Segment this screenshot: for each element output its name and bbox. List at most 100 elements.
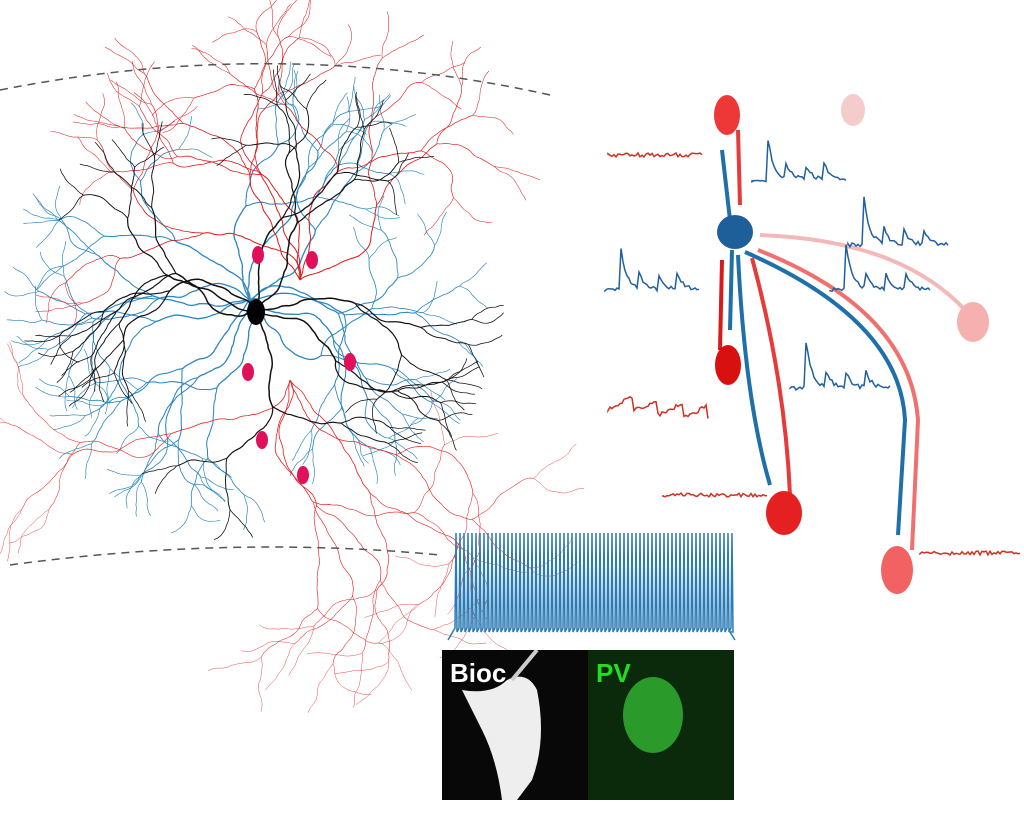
- black-dendrite: [285, 73, 311, 101]
- blue-dendrite: [314, 171, 357, 231]
- red-axon: [35, 294, 83, 305]
- black-dendrite: [90, 356, 96, 392]
- red-axon: [420, 114, 473, 151]
- red-soma: [242, 363, 254, 381]
- black-dendrite: [468, 334, 503, 346]
- blue-dendrite: [35, 196, 62, 221]
- red-axon: [284, 104, 338, 173]
- red-axon: [254, 36, 289, 90]
- blue-dendrite: [348, 214, 382, 231]
- blue-dendrite: [165, 377, 198, 438]
- black-dendrite: [90, 311, 117, 357]
- blue-dendrite: [174, 240, 251, 301]
- blue-dendrite: [56, 218, 96, 255]
- red-axon: [334, 24, 352, 67]
- blue-dendrite: [116, 426, 139, 454]
- blue-dendrite: [142, 120, 175, 136]
- black-dendrite: [35, 334, 72, 337]
- red-cell-top: [714, 95, 740, 135]
- red-axon: [472, 70, 490, 116]
- blue-dendrite: [139, 437, 169, 478]
- blue-dendrite: [292, 106, 319, 152]
- red-axon: [288, 626, 315, 676]
- black-dendrite: [376, 354, 403, 400]
- blue-dendrite: [41, 319, 94, 326]
- blue-dendrite: [245, 145, 279, 206]
- red-axon: [364, 603, 419, 618]
- red-axon: [269, 0, 279, 37]
- red-axon: [257, 170, 302, 281]
- blue-dendrite: [365, 378, 416, 386]
- black-dendrite: [356, 121, 392, 128]
- blue-epsp-trace: [847, 196, 949, 249]
- black-dendrite: [71, 310, 117, 337]
- red-axon: [132, 132, 159, 191]
- blue-dendrite: [177, 439, 195, 486]
- blue-dendrite: [459, 285, 488, 309]
- black-dendrite: [397, 379, 448, 392]
- red-axon: [471, 519, 530, 568]
- blue-dendrite: [332, 124, 367, 135]
- red-axon: [173, 159, 258, 172]
- red-axon: [374, 589, 390, 662]
- blue-dendrite: [40, 251, 65, 277]
- red-axon: [104, 46, 145, 74]
- black-dendrite: [355, 302, 421, 328]
- blue-dendrite: [311, 407, 343, 449]
- blue-dendrite: [368, 258, 377, 309]
- black-dendrite: [284, 153, 298, 223]
- red-soma: [306, 251, 318, 269]
- red-axon: [171, 379, 291, 435]
- blue-dendrite: [434, 211, 447, 246]
- blue-dendrite: [23, 220, 60, 224]
- red-axon: [361, 580, 381, 654]
- blue-dendrite: [302, 430, 313, 465]
- red-axon: [139, 106, 178, 157]
- red-axon: [420, 150, 454, 198]
- red-axon: [72, 121, 120, 128]
- blue-dendrite: [138, 426, 170, 442]
- black-dendrite: [141, 465, 177, 475]
- blue-dendrite: [49, 414, 86, 417]
- red-axon: [472, 115, 514, 135]
- blue-dendrite: [368, 237, 398, 259]
- black-dendrite: [211, 137, 247, 146]
- red-axon: [418, 544, 459, 606]
- black-dendrite: [277, 65, 287, 101]
- black-soma: [247, 299, 265, 325]
- black-dendrite: [69, 367, 96, 393]
- blue-dendrite: [34, 285, 43, 321]
- blue-dendrite: [62, 240, 67, 277]
- red-axon: [433, 629, 487, 645]
- blue-dendrite: [53, 415, 86, 430]
- red-axon: [240, 93, 263, 172]
- blue-dendrite: [415, 312, 459, 342]
- black-dendrite: [213, 509, 231, 541]
- black-dendrite: [134, 146, 165, 168]
- red-axon: [259, 624, 314, 630]
- black-dendrite: [372, 398, 378, 434]
- red-axon: [307, 663, 334, 713]
- black-dendrite: [468, 344, 485, 378]
- blue-dendrite: [61, 219, 96, 255]
- black-dendrite: [345, 398, 377, 413]
- blue-dendrite: [120, 368, 183, 402]
- red-axon: [261, 608, 318, 657]
- blue-dendrite: [96, 377, 148, 384]
- black-dendrite: [56, 351, 74, 383]
- red-axon: [73, 114, 120, 128]
- red-axon: [494, 166, 527, 201]
- red-axon: [353, 652, 364, 708]
- blue-dendrite: [157, 282, 251, 301]
- black-dendrite: [103, 290, 170, 312]
- red-axon: [274, 379, 314, 503]
- red-axon: [317, 608, 383, 644]
- blue-dendrite: [12, 267, 40, 292]
- blue-dendrite: [257, 103, 294, 110]
- black-dendrite: [38, 351, 74, 357]
- black-dendrite: [285, 99, 297, 150]
- red-axon: [277, 66, 335, 95]
- blue-dendrite: [35, 266, 63, 291]
- blue-dendrite: [459, 262, 487, 287]
- red-axon: [256, 31, 267, 94]
